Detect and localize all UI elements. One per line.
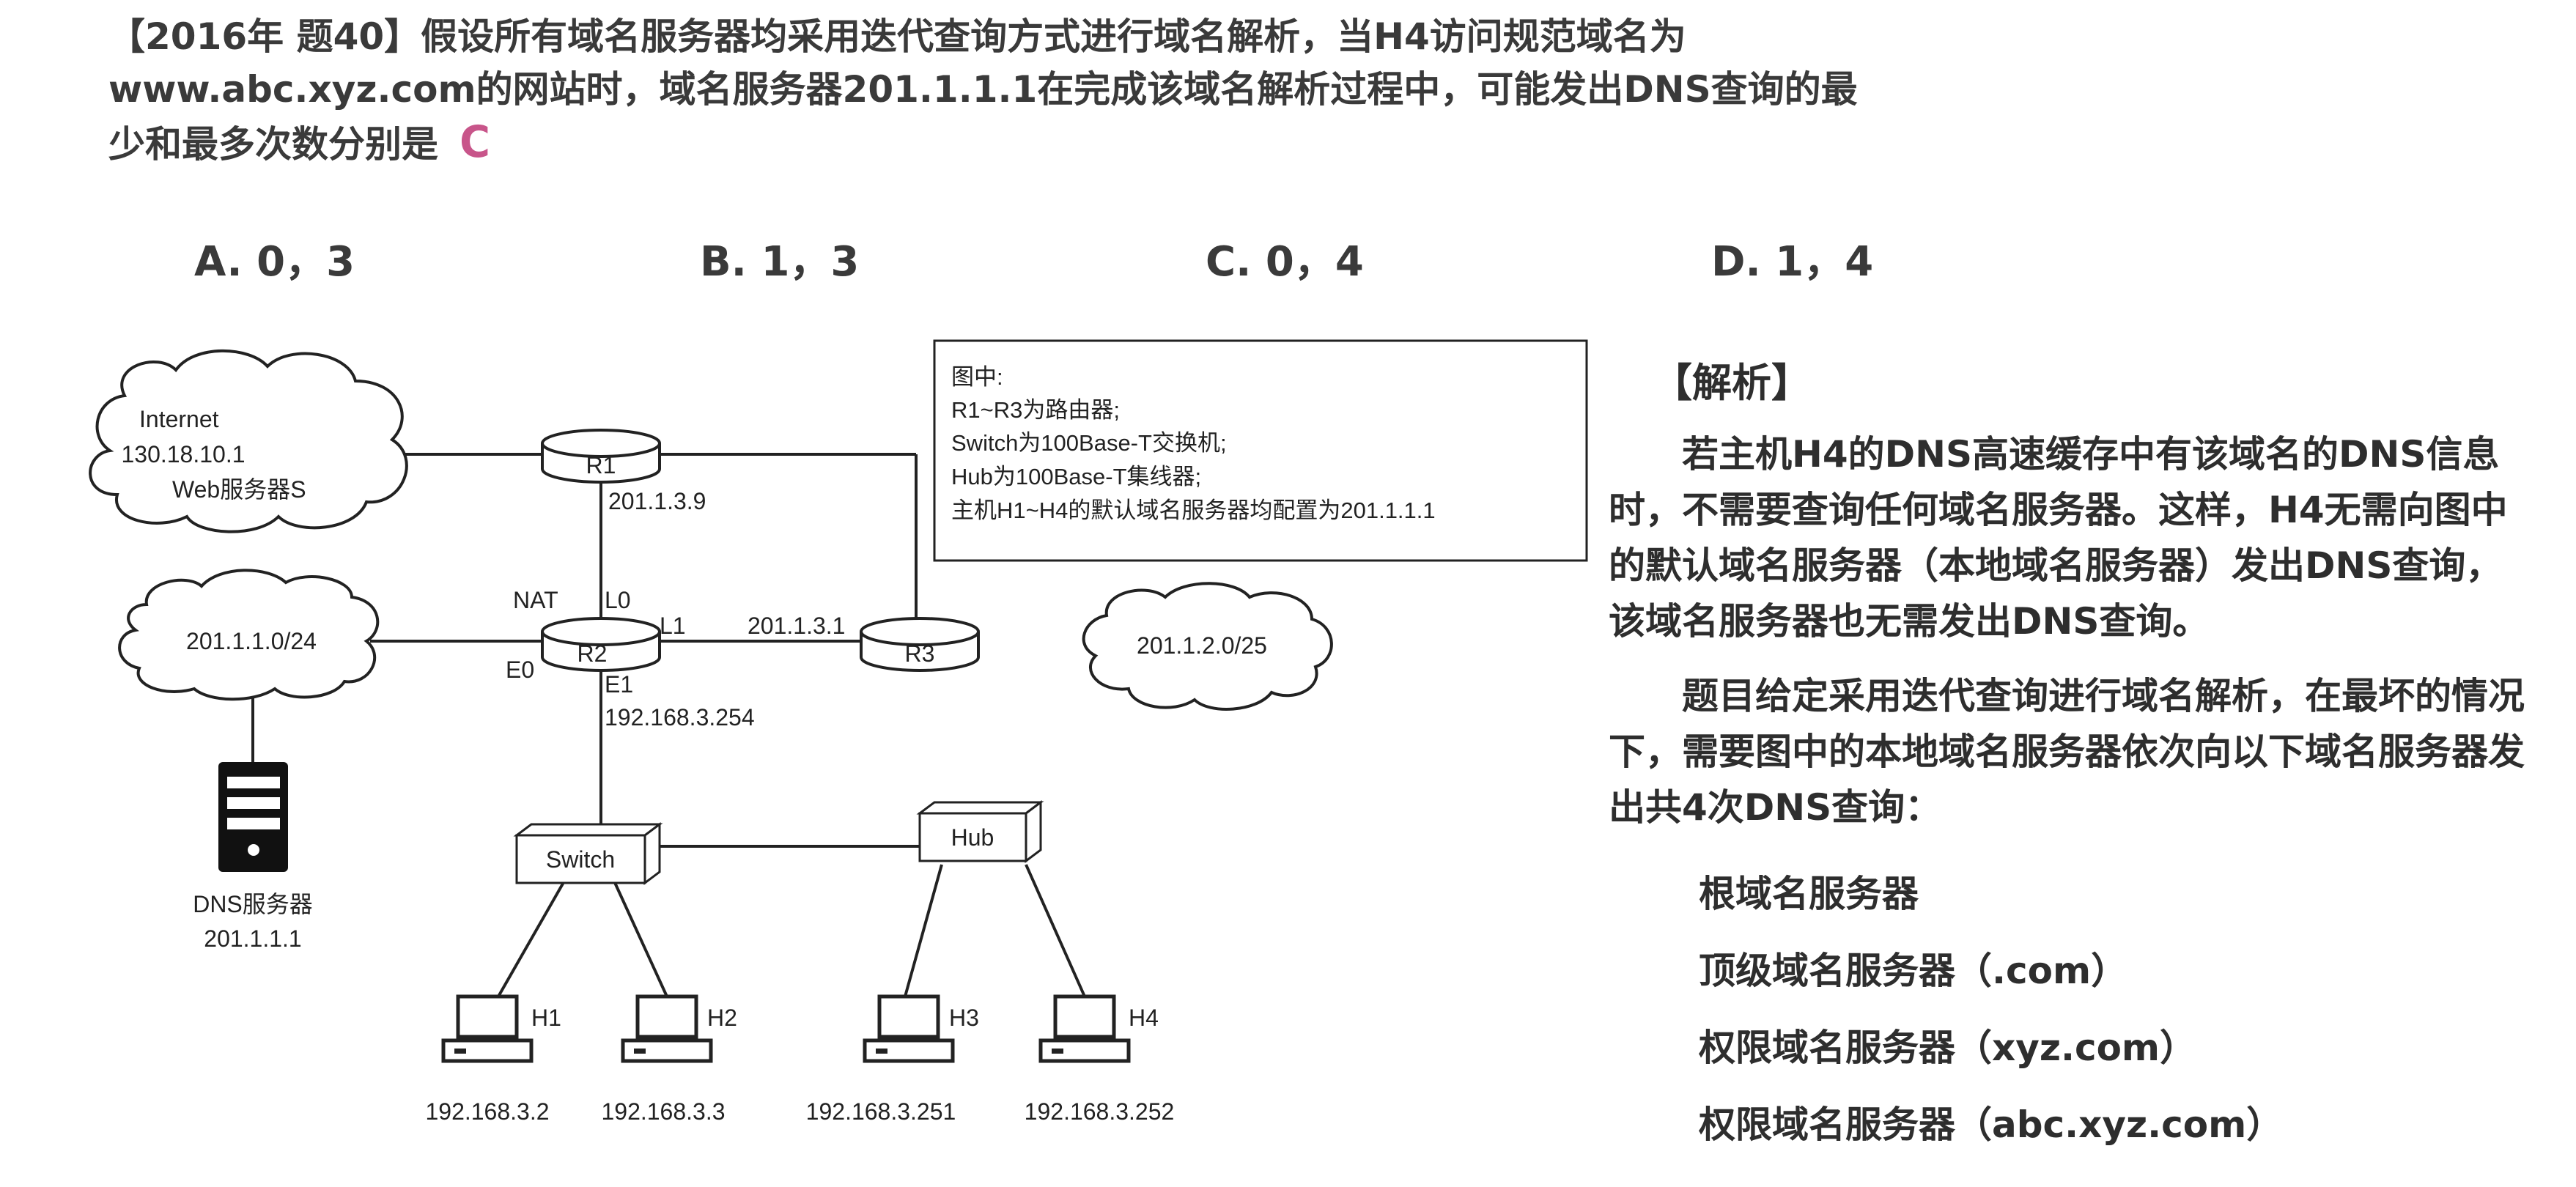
- l0-label: L0: [605, 587, 631, 613]
- link-switch-h2: [607, 868, 668, 997]
- lan-cloud-left: [118, 569, 380, 701]
- internet-cloud: [89, 349, 408, 533]
- option-c: C. 0，4: [1206, 238, 1364, 286]
- lan-cloud-left-label: 201.1.1.0/24: [186, 628, 317, 654]
- host-h4-ip: 192.168.3.252: [1025, 1098, 1175, 1125]
- hub-device: Hub: [916, 800, 1044, 863]
- network-diagram: Internet 130.18.10.1 Web服务器S 201.1.1.0/2…: [89, 339, 1588, 1125]
- note-line-4: Hub为100Base-T集线器;: [951, 464, 1201, 489]
- analysis-item-3: 权限域名服务器（xyz.com）: [1699, 1027, 2197, 1069]
- switch-label: Switch: [546, 846, 615, 873]
- host-h1-ip: 192.168.3.2: [425, 1098, 549, 1125]
- host-h1: H1 192.168.3.2: [425, 994, 561, 1125]
- l1-ip-label: 201.1.3.1: [748, 613, 845, 639]
- host-h2: H2 192.168.3.3: [601, 994, 737, 1125]
- router-r1-label: R1: [586, 452, 616, 478]
- link-hub-h4: [1025, 864, 1086, 997]
- note-line-3: Switch为100Base-T交换机;: [951, 430, 1227, 456]
- note-line-1: 图中:: [951, 364, 1003, 390]
- question-text: 【2016年 题40】假设所有域名服务器均采用迭代查询方式进行域名解析，当H4访…: [108, 10, 2344, 171]
- option-b: B. 1，3: [700, 238, 860, 286]
- note-line-2: R1~R3为路由器;: [951, 397, 1120, 423]
- dns-server-ip: 201.1.1.1: [204, 925, 301, 952]
- question-line-3: 少和最多次数分别是 C: [108, 116, 2344, 171]
- analysis-item-4: 权限域名服务器（abc.xyz.com）: [1699, 1103, 2284, 1146]
- analysis-item-1: 根域名服务器: [1699, 873, 1919, 915]
- note-line-5: 主机H1~H4的默认域名服务器均配置为201.1.1.1: [951, 498, 1436, 523]
- host-h3-ip: 192.168.3.251: [806, 1098, 956, 1125]
- internet-ip: 130.18.10.1: [121, 441, 245, 467]
- l1-label: L1: [660, 613, 686, 639]
- hub-label: Hub: [951, 824, 994, 851]
- router-r2-label: R2: [577, 640, 608, 667]
- host-h1-name: H1: [531, 1005, 561, 1031]
- analysis-title: 【解析】: [1653, 360, 1811, 406]
- lan-cloud-right-label: 201.1.2.0/25: [1137, 632, 1267, 659]
- nat-label: NAT: [513, 587, 558, 613]
- link-hub-h3: [904, 864, 943, 997]
- host-h2-name: H2: [707, 1005, 737, 1031]
- host-h4: H4 192.168.3.252: [1025, 994, 1175, 1125]
- question-line-3-text: 少和最多次数分别是: [108, 123, 438, 166]
- r1-ip-label: 201.1.3.9: [608, 488, 706, 514]
- router-r3: R3: [860, 617, 980, 672]
- note-text: 图中: R1~R3为路由器; Switch为100Base-T交换机; Hub为…: [951, 364, 1436, 523]
- question-line-2: www.abc.xyz.com的网站时，域名服务器201.1.1.1在完成该域名…: [108, 68, 1858, 111]
- router-r1: R1: [541, 429, 661, 484]
- analysis-paragraph-1: 若主机H4的DNS高速缓存中有该域名的DNS信息时，不需要查询任何域名服务器。这…: [1609, 433, 2508, 643]
- e0-label: E0: [506, 657, 534, 683]
- host-h2-ip: 192.168.3.3: [601, 1098, 725, 1125]
- question-line-1: 【2016年 题40】假设所有域名服务器均采用迭代查询方式进行域名解析，当H4访…: [108, 15, 1686, 58]
- router-r3-label: R3: [905, 640, 935, 667]
- option-a: A. 0，3: [194, 238, 355, 286]
- dns-server-label: DNS服务器: [193, 891, 313, 917]
- note-box: [933, 339, 1588, 562]
- switch-device: Switch: [513, 822, 663, 885]
- analysis-paragraph-2: 题目给定采用迭代查询进行域名解析，在最坏的情况下，需要图中的本地域名服务器依次向…: [1609, 675, 2525, 829]
- dns-server-icon: [218, 762, 288, 872]
- lan-cloud-right: [1082, 582, 1333, 711]
- answer-mark: C: [460, 117, 490, 168]
- e1-label: E1: [605, 671, 633, 698]
- option-d: D. 1，4: [1711, 238, 1874, 286]
- analysis-item-2: 顶级域名服务器（.com）: [1699, 950, 2128, 992]
- host-h3: H3 192.168.3.251: [806, 994, 979, 1125]
- internet-label: Internet: [139, 406, 219, 432]
- web-server-label: Web服务器S: [172, 476, 306, 503]
- link-switch-h1: [497, 868, 573, 997]
- host-h3-name: H3: [949, 1005, 979, 1031]
- router-r2: R2: [541, 617, 661, 672]
- e1-ip-label: 192.168.3.254: [605, 704, 755, 731]
- host-h4-name: H4: [1129, 1005, 1159, 1031]
